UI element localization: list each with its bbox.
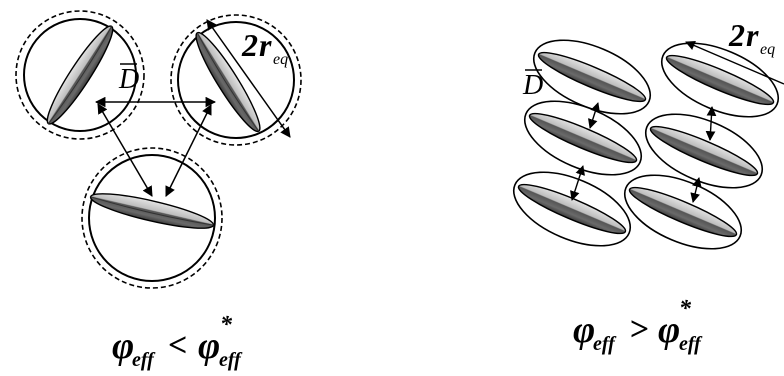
caption-phi-sub: eff	[132, 349, 156, 371]
particle-bottom	[82, 148, 222, 288]
distance-label: D	[118, 64, 139, 95]
caption-relation: <	[168, 327, 187, 364]
radius-label: 2 r eq	[728, 17, 775, 58]
radius-var: r	[746, 17, 759, 53]
radius-coef: 2	[728, 17, 745, 53]
caption-phi: φ	[112, 325, 134, 367]
right-panel: D 2 r eq φ eff > φ * eff	[503, 17, 784, 355]
radius-subscript: eq	[760, 41, 775, 58]
distance-label: D	[522, 70, 543, 101]
caption-star: *	[220, 312, 233, 338]
caption-phi2: φ	[658, 309, 680, 351]
caption-right: φ eff > φ * eff	[573, 296, 703, 355]
distance-symbol: D	[118, 64, 139, 95]
distance-symbol: D	[522, 70, 543, 101]
caption-relation: >	[629, 311, 648, 348]
caption-star: *	[679, 296, 692, 322]
caption-phi-sub: eff	[593, 333, 617, 355]
caption-left: φ eff < φ * eff	[112, 312, 243, 371]
caption-phi: φ	[573, 309, 595, 351]
left-panel: D 2 r eq φ eff < φ * eff	[16, 11, 301, 371]
caption-phi2-sub: eff	[219, 349, 243, 371]
caption-phi2: φ	[198, 325, 220, 367]
caption-phi2-sub: eff	[679, 333, 703, 355]
radius-var: r	[259, 27, 272, 63]
radius-subscript: eq	[273, 51, 288, 68]
radius-coef: 2	[241, 27, 258, 63]
